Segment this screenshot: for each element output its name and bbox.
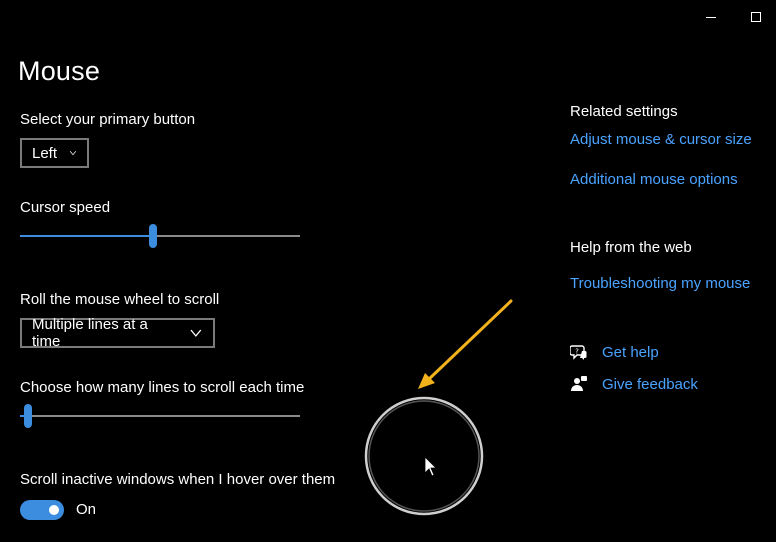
adjust-cursor-size-link[interactable]: Adjust mouse & cursor size [570, 131, 752, 148]
highlight-circle [364, 396, 484, 516]
toggle-knob [49, 505, 59, 515]
primary-button-value: Left [32, 144, 58, 162]
scroll-mode-label: Roll the mouse wheel to scroll [20, 291, 220, 308]
scroll-mode-dropdown[interactable]: Multiple lines at a time [20, 316, 215, 350]
feedback-person-icon [571, 376, 587, 391]
get-help-label: Get help [602, 343, 659, 361]
page-title: Mouse [18, 56, 101, 86]
svg-text:?: ? [575, 348, 579, 356]
additional-mouse-options-link[interactable]: Additional mouse options [570, 171, 738, 188]
window-controls [696, 8, 776, 28]
mouse-pointer-icon [424, 456, 437, 477]
troubleshooting-link[interactable]: Troubleshooting my mouse [570, 275, 751, 292]
scroll-mode-value: Multiple lines at a time [32, 316, 148, 350]
slider-fill [20, 415, 29, 417]
related-settings-heading: Related settings [570, 103, 678, 120]
arrow-icon [418, 299, 513, 389]
maximize-button[interactable] [751, 12, 761, 22]
chevron-down-icon [190, 329, 202, 337]
scroll-inactive-toggle[interactable] [20, 500, 64, 520]
cursor-speed-label: Cursor speed [20, 199, 111, 216]
give-feedback-label: Give feedback [602, 375, 698, 393]
slider-thumb[interactable] [149, 224, 157, 248]
slider-thumb[interactable] [24, 404, 33, 428]
toggle-state-label: On [76, 501, 97, 518]
slider-fill [20, 235, 153, 237]
chevron-down-icon [69, 151, 77, 156]
minimize-button[interactable] [706, 17, 716, 18]
give-feedback-link[interactable]: Give feedback [570, 374, 698, 394]
scroll-lines-slider[interactable] [20, 404, 300, 428]
get-help-link[interactable]: ? Get help [570, 342, 659, 362]
scroll-inactive-label: Scroll inactive windows when I hover ove… [20, 471, 336, 488]
chat-help-icon: ? [570, 345, 587, 360]
help-web-heading: Help from the web [570, 239, 692, 256]
primary-button-dropdown[interactable]: Left [20, 138, 89, 168]
slider-track [20, 415, 300, 417]
cursor-speed-slider[interactable] [20, 224, 300, 248]
slider-track [20, 235, 300, 237]
scroll-lines-label: Choose how many lines to scroll each tim… [20, 379, 305, 396]
primary-button-label: Select your primary button [20, 111, 196, 128]
